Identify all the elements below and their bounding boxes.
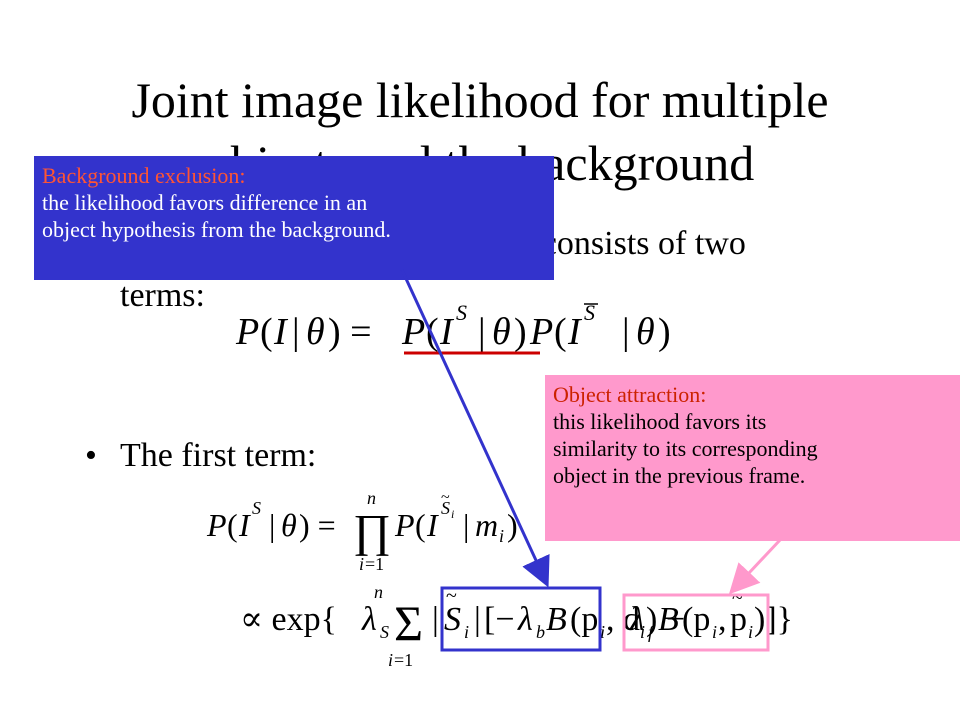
svg-text:(: (	[227, 507, 238, 543]
svg-text:=1: =1	[365, 554, 384, 574]
equation-2: P ( I S | θ ) = n ∏ i =1 P ( I ~ S i | m…	[205, 488, 545, 580]
svg-text:|: |	[269, 507, 275, 543]
svg-text:λ: λ	[361, 601, 377, 638]
svg-text:P: P	[394, 507, 415, 543]
svg-text:(p: (p	[570, 601, 598, 638]
svg-text:,: ,	[718, 601, 727, 638]
svg-text:m: m	[475, 507, 498, 543]
svg-text:): )	[658, 311, 671, 353]
svg-text:|: |	[474, 601, 481, 638]
svg-text:i: i	[451, 507, 454, 521]
svg-text:S: S	[380, 622, 389, 642]
svg-text:) =: ) =	[328, 311, 372, 353]
svg-text:I: I	[567, 311, 583, 353]
svg-text:P: P	[235, 311, 259, 353]
callout-background-exclusion-heading: Background exclusion:	[42, 163, 246, 188]
svg-text:n: n	[367, 490, 376, 508]
svg-text:p: p	[730, 601, 747, 638]
svg-text:P: P	[529, 311, 553, 353]
svg-text:θ: θ	[636, 311, 655, 353]
svg-text:θ: θ	[281, 507, 297, 543]
bullet-2-symbol: •	[85, 437, 97, 474]
svg-text:|: |	[292, 311, 300, 353]
svg-text:(p: (p	[682, 601, 710, 638]
pink-arrow	[728, 538, 782, 595]
svg-text:P: P	[206, 507, 227, 543]
svg-text:I: I	[426, 507, 439, 543]
pink-highlight-box	[622, 593, 770, 652]
svg-text:∝ exp{: ∝ exp{	[240, 601, 337, 638]
svg-text:|: |	[478, 311, 486, 353]
svg-text:i: i	[712, 622, 717, 642]
svg-text:i: i	[464, 622, 469, 642]
callout-object-attraction-line2: similarity to its corresponding	[553, 436, 818, 461]
svg-text:S: S	[441, 498, 450, 518]
svg-text:f: f	[648, 622, 656, 642]
svg-text:~: ~	[732, 587, 743, 609]
svg-text:): )	[507, 507, 518, 543]
svg-text:Σ: Σ	[394, 595, 423, 651]
svg-text:|: |	[463, 507, 469, 543]
svg-text:λ: λ	[517, 601, 533, 638]
svg-text:i: i	[748, 622, 753, 642]
svg-text:i: i	[499, 526, 504, 546]
svg-text:|: |	[432, 601, 439, 638]
svg-text:i: i	[388, 650, 393, 670]
svg-text:(: (	[260, 311, 273, 353]
svg-text:θ: θ	[306, 311, 325, 353]
svg-text:B: B	[658, 601, 679, 638]
svg-text:S: S	[456, 300, 467, 325]
svg-text:i: i	[600, 622, 605, 642]
svg-text:(: (	[554, 311, 567, 353]
callout-object-attraction: Object attraction: this likelihood favor…	[545, 375, 960, 541]
bullet-2-text: The first term:	[120, 437, 317, 474]
svg-text:θ: θ	[492, 311, 511, 353]
svg-text:S: S	[252, 498, 261, 518]
svg-text:P: P	[401, 311, 425, 353]
svg-text:~: ~	[446, 585, 457, 607]
svg-text:I: I	[238, 507, 251, 543]
svg-text:n: n	[374, 582, 383, 602]
svg-text:S: S	[584, 300, 595, 325]
blue-arrow	[400, 269, 550, 588]
callout-background-exclusion: Background exclusion: the likelihood fav…	[34, 156, 554, 280]
equation-3-attraction-term: λ f B (p i , ~ p i )]}	[624, 578, 804, 675]
svg-text:(: (	[415, 507, 426, 543]
bullet-1-text: ) consists of two	[522, 225, 746, 262]
svg-text:) +: ) +	[646, 601, 685, 638]
slide-title-line1: Joint image likelihood for multiple	[131, 72, 829, 128]
svg-text:=1: =1	[394, 650, 413, 670]
svg-text:S: S	[444, 601, 461, 638]
callout-background-exclusion-line2: object hypothesis from the background.	[42, 217, 391, 242]
callout-background-exclusion-line1: the likelihood favors difference in an	[42, 190, 368, 215]
svg-text:i: i	[640, 622, 645, 642]
svg-text:λ: λ	[629, 601, 645, 638]
svg-text:i: i	[359, 554, 364, 574]
svg-text:): )	[514, 311, 527, 353]
svg-text:~: ~	[441, 490, 450, 506]
equation-1: P ( I | θ ) = P ( I S | θ ) P ( I S | θ …	[230, 298, 710, 363]
svg-text:I: I	[273, 311, 289, 353]
bullet-1-continuation: terms:	[120, 277, 205, 314]
svg-text:b: b	[536, 622, 545, 642]
callout-object-attraction-heading: Object attraction:	[553, 382, 707, 407]
svg-text:[−: [−	[484, 601, 515, 638]
svg-text:∏: ∏	[353, 505, 391, 556]
svg-text:B: B	[546, 601, 567, 638]
svg-text:) =: ) =	[299, 507, 336, 543]
svg-text:I: I	[439, 311, 455, 353]
blue-highlight-box	[440, 586, 602, 652]
callout-object-attraction-line3: object in the previous frame.	[553, 463, 806, 488]
callout-object-attraction-line1: this likelihood favors its	[553, 409, 767, 434]
svg-text:)]}: )]}	[754, 601, 793, 638]
svg-text:|: |	[622, 311, 630, 353]
